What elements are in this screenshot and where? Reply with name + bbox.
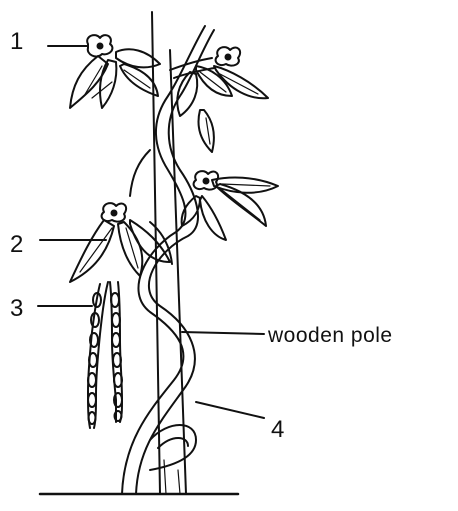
label-1: 1 <box>10 30 23 54</box>
leaf-cluster-top-right <box>177 66 268 152</box>
flower-top-left <box>87 35 112 56</box>
bean-pod-right <box>110 282 122 422</box>
label-3: 3 <box>10 297 23 321</box>
flower-middle-left <box>102 203 127 221</box>
flower-top-right <box>216 47 241 65</box>
pointer-line-4 <box>196 402 264 418</box>
leaf-cluster-top-left <box>70 49 160 108</box>
pointer-line-pole <box>182 332 264 334</box>
bean-pod-left <box>88 282 108 428</box>
label-2: 2 <box>10 233 23 257</box>
label-wooden-pole: wooden pole <box>268 325 393 346</box>
leaf-cluster-middle-right <box>182 178 278 240</box>
label-4: 4 <box>271 418 284 442</box>
